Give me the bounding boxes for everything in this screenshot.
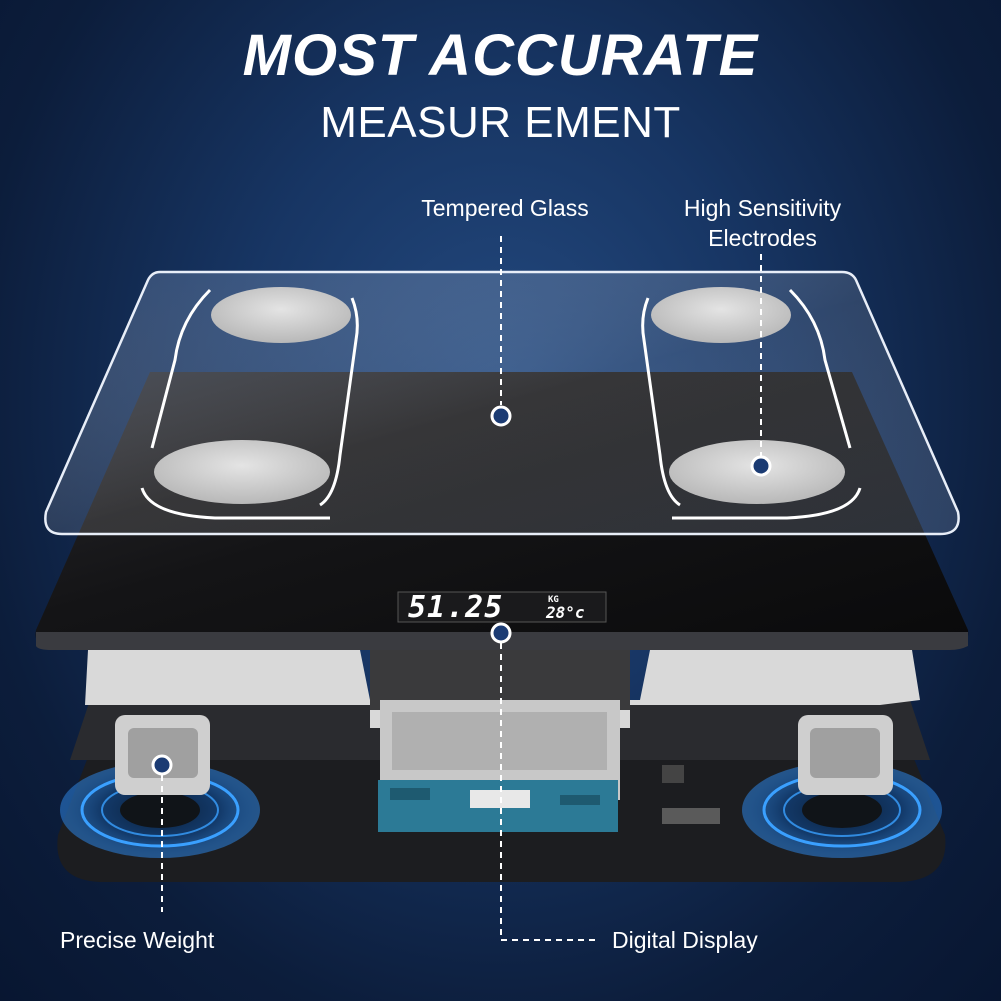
callout-electrodes-line1: High Sensitivity (683, 195, 842, 221)
lcd-unit-label: KG (548, 595, 559, 605)
callout-precise-weight: Precise Weight (60, 927, 215, 953)
lcd-display: 51.25 KG 28°c (400, 590, 605, 625)
leader-digital-display (500, 643, 598, 941)
electrode-pad-top-right (651, 287, 791, 343)
callout-markers (151, 405, 772, 776)
lcd-temperature-readout: 28°c (546, 603, 585, 622)
marker-digital-display (490, 622, 512, 644)
electrode-pad-bottom-left (154, 440, 330, 504)
lcd-weight-readout: 51.25 (408, 590, 504, 625)
marker-tempered-glass (490, 405, 512, 427)
electrode-pad-top-left (211, 287, 351, 343)
right-load-sensor (742, 715, 942, 858)
headline-subtitle: MEASUR EMENT (320, 98, 681, 147)
callout-tempered-glass: Tempered Glass (421, 195, 589, 221)
callout-electrodes-line2: Electrodes (708, 225, 817, 251)
headline-title: MOST ACCURATE (242, 23, 759, 88)
left-load-sensor (60, 715, 260, 858)
marker-precise-weight (151, 754, 173, 776)
marker-electrodes (750, 455, 772, 477)
callout-electrodes: High Sensitivity Electrodes (640, 193, 885, 253)
callout-digital-display: Digital Display (612, 927, 758, 953)
callout-leaders (161, 236, 762, 941)
